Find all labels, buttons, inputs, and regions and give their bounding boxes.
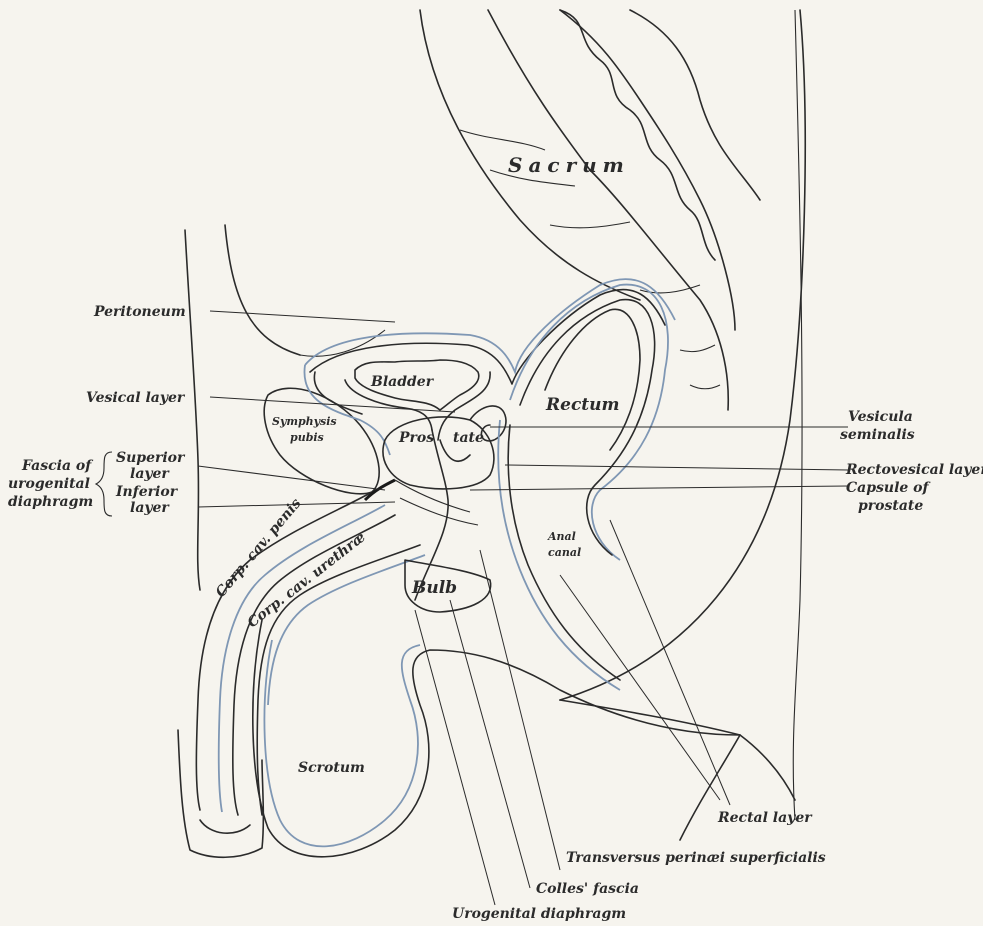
label-rectum: Rectum	[545, 395, 620, 415]
label-rectal-layer: Rectal layer	[717, 810, 813, 826]
label-fascia-1: Fascia of	[21, 458, 94, 474]
rectum-shape	[498, 285, 668, 690]
label-superior-2: layer	[130, 466, 170, 482]
label-fascia-3: diaphragm	[8, 494, 93, 510]
label-scrotum: Scrotum	[298, 760, 365, 776]
label-bladder: Bladder	[370, 374, 435, 390]
label-vesicula-1: Vesicula	[848, 409, 913, 425]
label-superior-1: Superior	[116, 450, 186, 466]
label-fascia-2: urogenital	[8, 476, 90, 492]
label-anal-1: Anal	[547, 530, 576, 543]
label-inferior-1: Inferior	[115, 484, 179, 500]
label-vesical-layer: Vesical layer	[86, 390, 186, 406]
label-bulb: Bulb	[411, 578, 457, 598]
label-symphysis-2: pubis	[290, 431, 324, 444]
label-vesicula-2: seminalis	[840, 427, 915, 443]
penis-urethra	[178, 492, 491, 857]
label-colles-fascia: Colles' fascia	[536, 881, 639, 897]
perineum-shape	[560, 10, 802, 840]
label-sacrum: Sacrum	[508, 153, 630, 177]
label-inferior-2: layer	[130, 500, 170, 516]
label-prostate-2: tate	[453, 430, 484, 446]
label-capsule-1: Capsule of	[846, 480, 932, 496]
label-anal-2: canal	[548, 546, 581, 559]
label-prostate-1: Pros	[398, 430, 434, 446]
label-capsule-2: prostate	[858, 498, 923, 514]
sacrum-outline	[420, 10, 805, 700]
label-urogenital-diaphragm: Urogenital diaphragm	[452, 906, 626, 922]
fascia-brace	[96, 452, 112, 516]
label-symphysis-1: Symphysis	[272, 415, 337, 428]
label-peritoneum: Peritoneum	[93, 304, 186, 320]
bladder-shape	[345, 360, 490, 440]
label-rectovesical-layer: Rectovesical layer	[845, 462, 983, 478]
label-transversus: Transversus perinæi superficialis	[566, 850, 826, 866]
